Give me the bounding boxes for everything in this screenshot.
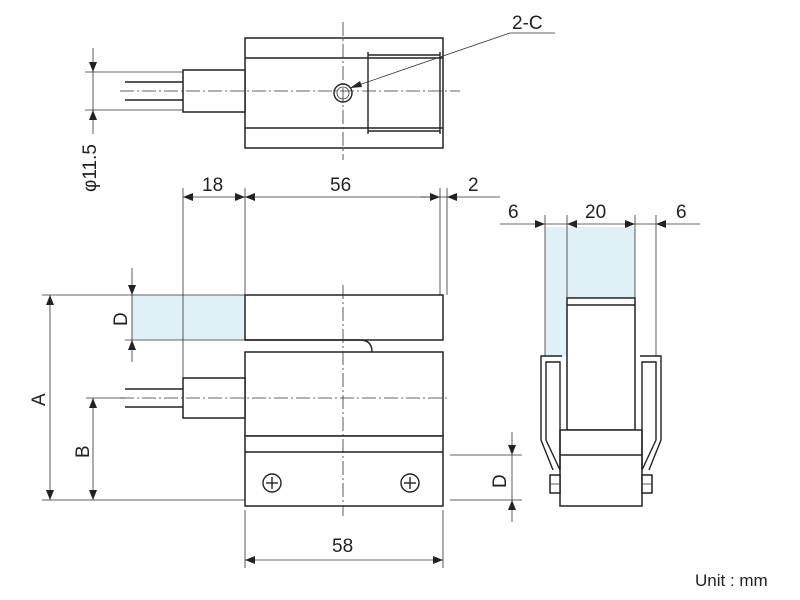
dim-2-label: 2 bbox=[468, 175, 479, 196]
callout-2c-label: 2-C bbox=[512, 13, 543, 34]
dim-18-label: 18 bbox=[202, 175, 223, 196]
dim-d-lower: D bbox=[450, 432, 522, 522]
diameter-label: φ11.5 bbox=[80, 144, 101, 192]
front-view-main-body bbox=[244, 351, 444, 437]
side-width-dimensions: 6 20 6 bbox=[500, 202, 700, 357]
top-view-housing bbox=[244, 37, 444, 149]
side-view-arm bbox=[566, 297, 636, 431]
front-view-mounting-base bbox=[244, 435, 444, 507]
dim-d-lower-label: D bbox=[490, 474, 511, 488]
dim-a: A bbox=[29, 294, 245, 501]
dim-a-label: A bbox=[29, 393, 50, 406]
dim-58: 58 bbox=[244, 510, 444, 568]
dim-20-label: 20 bbox=[585, 202, 606, 223]
top-view: 2-C bbox=[120, 13, 555, 160]
dim-d-upper-label: D bbox=[111, 312, 132, 326]
dim-b-label: B bbox=[73, 445, 94, 458]
screw-icon bbox=[262, 473, 282, 493]
dim-58-label: 58 bbox=[332, 536, 353, 557]
dim-6-left-label: 6 bbox=[508, 202, 519, 223]
front-view bbox=[120, 285, 450, 516]
top-width-dimensions: 18 56 2 bbox=[182, 175, 500, 378]
side-view bbox=[540, 227, 662, 507]
front-view-upper-arm bbox=[244, 294, 444, 341]
screw-icon bbox=[400, 473, 420, 493]
dim-6-right-label: 6 bbox=[676, 202, 687, 223]
diameter-dimension: φ11.5 bbox=[80, 48, 183, 192]
unit-label: Unit : mm bbox=[695, 571, 768, 590]
dim-b: B bbox=[73, 397, 125, 500]
dim-d-upper: D bbox=[111, 268, 245, 362]
dim-56-label: 56 bbox=[330, 175, 351, 196]
side-view-base bbox=[559, 429, 643, 507]
